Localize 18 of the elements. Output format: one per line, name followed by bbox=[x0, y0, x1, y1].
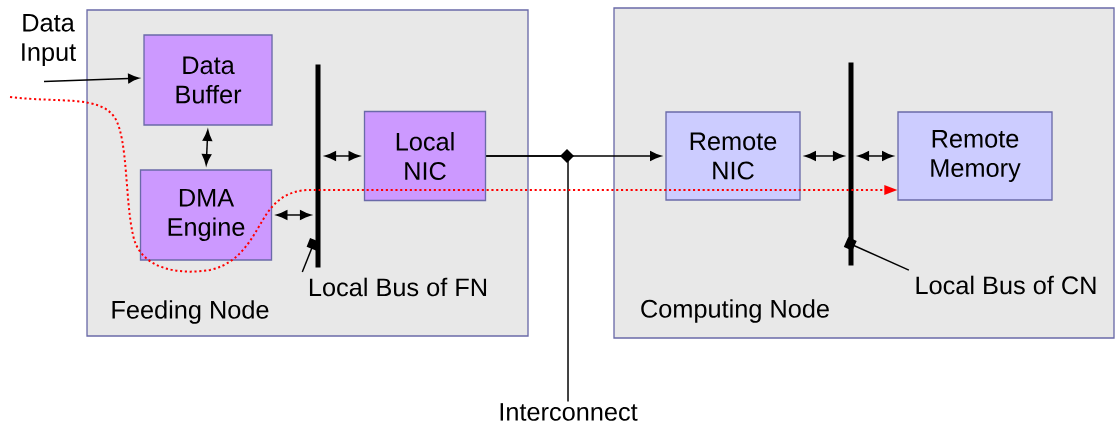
label: Local Bus of FN bbox=[309, 277, 487, 297]
label: Data Input bbox=[22, 14, 76, 66]
arrow bbox=[201, 129, 213, 166]
box: DMA Engine bbox=[139, 169, 273, 261]
box: Local NIC bbox=[363, 110, 487, 202]
arrow bbox=[857, 151, 894, 161]
arrow bbox=[43, 73, 140, 84]
data-path bbox=[9, 96, 898, 273]
bus-bar bbox=[848, 62, 854, 266]
line bbox=[485, 155, 569, 403]
box: Remote Memory bbox=[897, 111, 1053, 201]
box: Data Buffer bbox=[143, 34, 273, 126]
box: Remote NIC bbox=[665, 111, 801, 201]
arrow bbox=[276, 210, 312, 220]
label: Interconnect bbox=[500, 403, 638, 421]
arrow bbox=[804, 151, 845, 161]
arrow bbox=[324, 151, 360, 161]
label: Local Bus of CN bbox=[916, 275, 1096, 295]
